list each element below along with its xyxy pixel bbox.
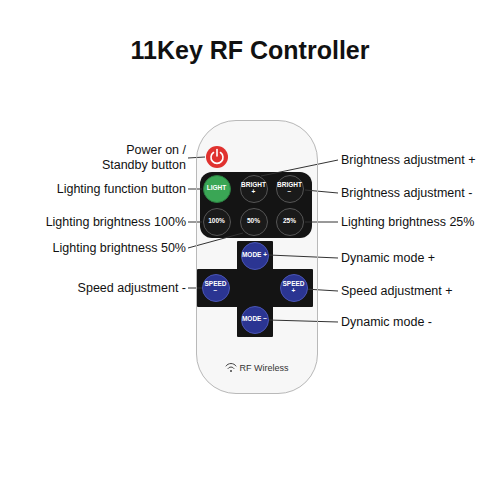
remote-body: RF Wireless LIGHT BRIGHT + BRIGHT − 100% 50% 2… (196, 120, 318, 394)
button-text: SPEED + (281, 281, 307, 295)
remote-button: BRIGHT − (276, 175, 304, 203)
button-text: SPEED − (203, 281, 229, 295)
button-text: MODE − (242, 316, 268, 323)
callout-label: Speed adjustment + (341, 284, 496, 299)
power-button (206, 146, 228, 168)
wifi-icon (226, 363, 236, 368)
button-text: 50% (241, 218, 267, 225)
callout-label: Power on / Standby button (90, 143, 186, 173)
diagram-title: 11Key RF Controller (0, 36, 500, 65)
remote-button: LIGHT (203, 175, 231, 203)
remote-body-fill (196, 120, 318, 394)
remote-button: 25% (276, 208, 304, 236)
button-text: LIGHT (204, 185, 230, 192)
wifi-dot (230, 370, 232, 372)
callout-label: Brightness adjustment + (341, 153, 496, 168)
callout-label: Lighting brightness 25% (341, 215, 496, 230)
remote-button: 100% (203, 208, 231, 236)
remote-button: SPEED + (280, 274, 308, 302)
button-panel (200, 172, 312, 238)
power-icon-bar (216, 150, 218, 157)
remote-button: SPEED − (202, 274, 230, 302)
button-text: MODE + (242, 252, 268, 259)
button-text: 25% (277, 218, 303, 225)
callout-label: Lighting function button (16, 182, 186, 197)
remote-button: BRIGHT + (240, 175, 268, 203)
callout-label: Speed adjustment - (16, 281, 186, 296)
callout-label: Lighting brightness 100% (16, 215, 186, 230)
leader-lines (188, 157, 338, 322)
remote-button: MODE − (241, 306, 269, 334)
callout-label: Dynamic mode - (341, 315, 496, 330)
remote-button: 50% (240, 208, 268, 236)
callout-label: Brightness adjustment - (341, 186, 496, 201)
callout-label: Dynamic mode + (341, 251, 496, 266)
button-text: BRIGHT + (241, 182, 267, 196)
callout-label: Lighting brightness 50% (16, 241, 186, 256)
wireless-label: RF Wireless (240, 363, 289, 373)
remote-button: MODE + (241, 242, 269, 270)
button-text: 100% (204, 218, 230, 225)
button-text: BRIGHT − (277, 182, 303, 196)
